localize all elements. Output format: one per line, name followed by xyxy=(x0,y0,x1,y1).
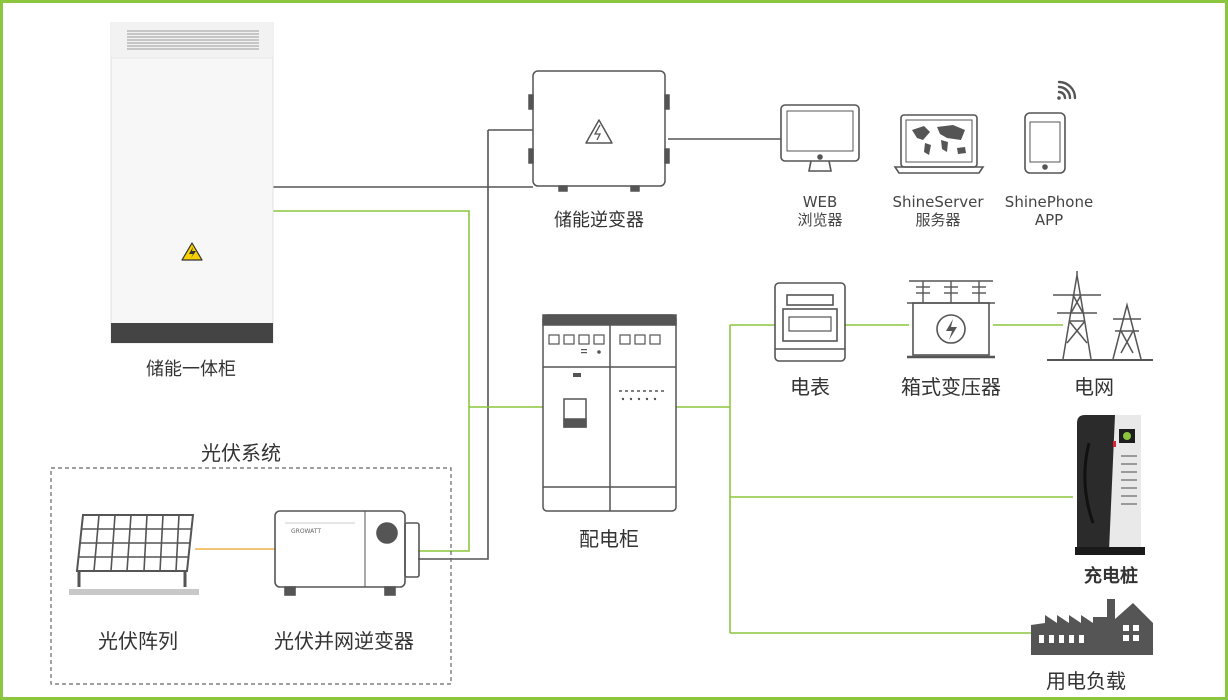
server-label: ShineServer 服务器 xyxy=(883,193,993,229)
charger-label: 充电桩 xyxy=(1084,566,1138,587)
storage-inverter-vertical-line xyxy=(418,130,489,560)
laptop-world-map-icon xyxy=(893,114,985,174)
factory-icon xyxy=(1031,599,1153,655)
warning-icon xyxy=(181,242,203,261)
connection-lines xyxy=(195,129,1073,634)
wifi-signal-icon xyxy=(1057,80,1077,100)
monitor-icon xyxy=(780,104,860,172)
solar-panel-icon xyxy=(69,514,199,595)
web-label-line2: 浏览器 xyxy=(797,211,843,229)
electric-meter-icon xyxy=(774,282,846,362)
battery-cabinet-icon xyxy=(110,22,274,344)
phone-label-line1: ShinePhone xyxy=(1004,193,1094,211)
smartphone-icon xyxy=(1024,112,1066,174)
distribution-cabinet-label: 配电柜 xyxy=(579,527,639,551)
pv-inverter-brand: GROWATT xyxy=(291,528,322,535)
world-map-icon xyxy=(912,125,966,155)
phone-app-label: ShinePhone APP xyxy=(997,193,1101,229)
meter-label: 电表 xyxy=(790,375,830,399)
ev-charger-icon xyxy=(1075,415,1145,555)
load-label: 用电负载 xyxy=(1046,669,1126,693)
grid-label: 电网 xyxy=(1074,375,1114,399)
web-label-line1: WEB xyxy=(802,193,838,211)
box-transformer-label: 箱式变压器 xyxy=(901,375,1001,399)
diagram-canvas xyxy=(50,22,1153,685)
pv-inverter-label: 光伏并网逆变器 xyxy=(274,629,414,653)
storage-inverter-label: 储能逆变器 xyxy=(554,210,644,231)
phone-label-line2: APP xyxy=(1034,211,1064,229)
pv-array-label: 光伏阵列 xyxy=(98,629,178,653)
transformer-icon xyxy=(907,280,995,359)
web-browser-label: WEB 浏览器 xyxy=(775,193,865,229)
transmission-tower-icon xyxy=(1047,271,1153,361)
pv-inverter-icon xyxy=(274,510,420,596)
inverter-icon xyxy=(528,70,670,192)
switchgear-cabinet-icon xyxy=(542,314,677,512)
pv-system-boundary xyxy=(50,467,452,685)
storage-cabinet-label: 储能一体柜 xyxy=(146,359,236,380)
pv-system-title: 光伏系统 xyxy=(201,441,281,465)
server-label-line2: 服务器 xyxy=(915,211,961,229)
cabinet-ac-line xyxy=(273,210,470,552)
server-label-line1: ShineServer xyxy=(892,193,984,211)
